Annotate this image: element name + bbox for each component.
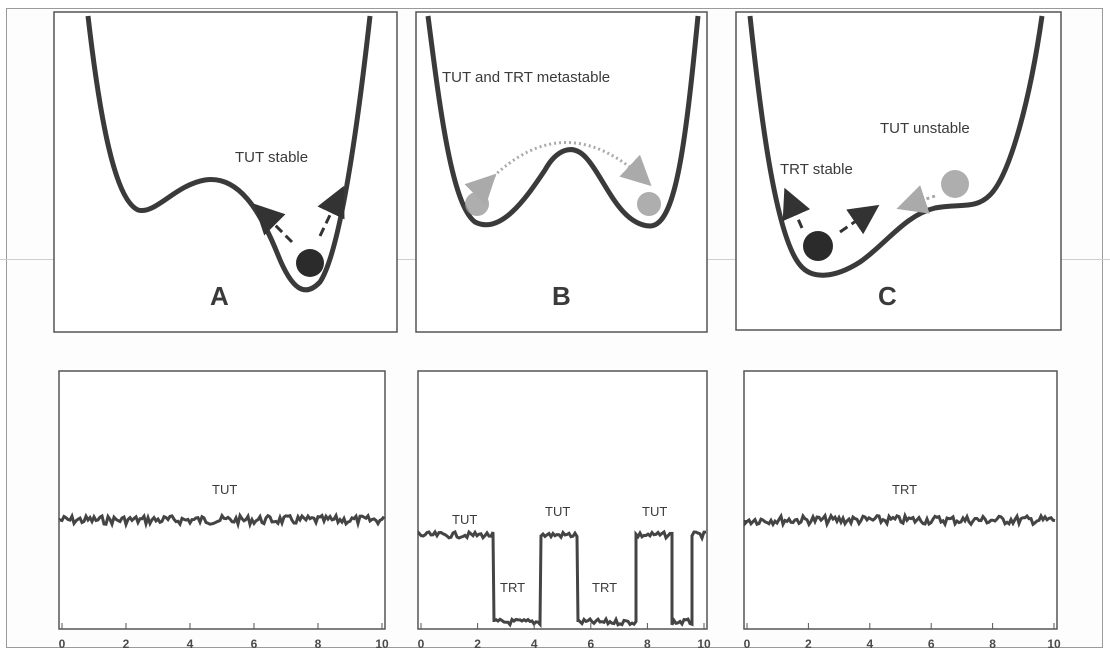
x-tick-label: 2	[805, 637, 812, 651]
x-axis-b: 0 2 4 6 8 10	[418, 623, 711, 651]
x-tick-label: 0	[744, 637, 751, 651]
x-tick-label: 2	[474, 637, 481, 651]
x-tick-label: 8	[989, 637, 996, 651]
x-tick-label: 4	[531, 637, 538, 651]
caption-b: TUT and TRT metastable	[442, 69, 610, 86]
ghost-ball-c	[941, 170, 969, 198]
x-tick-label: 0	[59, 637, 66, 651]
panel-a-border	[53, 11, 398, 333]
letter-c: C	[878, 281, 897, 311]
potential-curve-a	[85, 15, 373, 293]
panel-c: TRT stable TUT unstable C	[735, 11, 1062, 331]
x-tick-label: 6	[928, 637, 935, 651]
caption-c-stable: TRT stable	[780, 161, 853, 178]
trace-panel-a: TUT 0 2 4 6 8 10	[58, 370, 389, 651]
trace-b-label-5: TUT	[642, 504, 667, 519]
trace-c-border	[743, 370, 1058, 630]
letter-b: B	[552, 281, 571, 311]
x-tick-label: 0	[418, 637, 425, 651]
trace-b-border	[417, 370, 708, 630]
x-tick-label: 4	[866, 637, 873, 651]
trace-b-label-3: TUT	[545, 504, 570, 519]
ghost-ball-right-b	[637, 192, 661, 216]
arrow-right-a	[317, 185, 345, 237]
ball-c	[803, 231, 833, 261]
x-tick-label: 10	[1047, 637, 1061, 651]
caption-a: TUT stable	[235, 149, 308, 166]
panel-a: TUT stable A	[53, 11, 398, 333]
x-axis-a: 0 2 4 6 8 10	[59, 623, 389, 651]
x-axis-c: 0 2 4 6 8 10	[744, 623, 1061, 651]
trace-panel-c: TRT 0 2 4 6 8 10	[743, 370, 1061, 651]
trace-c-label: TRT	[892, 482, 917, 497]
x-tick-label: 6	[587, 637, 594, 651]
trace-b-label-2: TRT	[500, 580, 525, 595]
trace-b-label-4: TRT	[592, 580, 617, 595]
trace-line-a	[58, 511, 386, 530]
x-tick-label: 10	[697, 637, 711, 651]
trace-a-label: TUT	[212, 482, 237, 497]
panel-b: TUT and TRT metastable B	[415, 11, 708, 333]
x-tick-label: 6	[251, 637, 258, 651]
arrow-right-c	[839, 204, 880, 235]
trace-b-label-1: TUT	[452, 512, 477, 527]
x-tick-label: 8	[644, 637, 651, 651]
arrow-left-a	[253, 203, 294, 244]
trace-panel-b: TUT TRT TUT TRT TUT 0 2 4 6 8 10	[417, 370, 711, 651]
ball-a	[296, 249, 324, 277]
x-tick-label: 8	[315, 637, 322, 651]
trace-a-border	[58, 370, 386, 630]
trace-line-b	[417, 529, 706, 629]
arrow-left-c	[782, 187, 811, 229]
trace-line-c	[743, 511, 1056, 529]
arrow-ghost-c	[896, 185, 936, 214]
letter-a: A	[210, 281, 229, 311]
potential-curve-c	[747, 15, 1045, 278]
potential-curve-b	[425, 15, 701, 229]
ghost-ball-left-b	[465, 192, 489, 216]
x-tick-label: 2	[123, 637, 130, 651]
x-tick-label: 4	[187, 637, 194, 651]
x-tick-label: 10	[375, 637, 389, 651]
caption-c-unstable: TUT unstable	[880, 120, 970, 137]
